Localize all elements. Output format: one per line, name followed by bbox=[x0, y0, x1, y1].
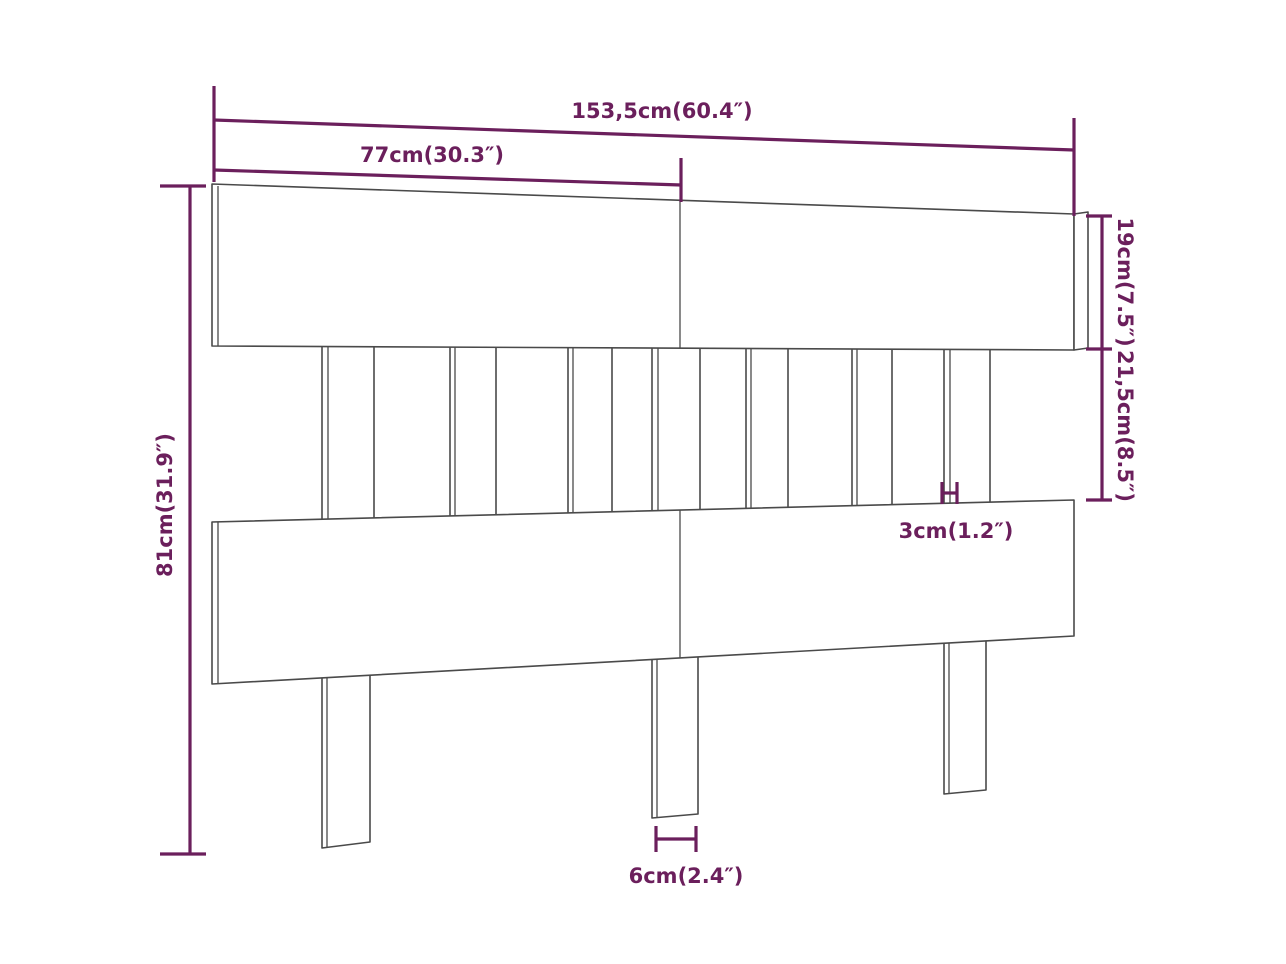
top-panel-board bbox=[211, 183, 1075, 351]
top-panel bbox=[211, 183, 1089, 351]
leg-left bbox=[321, 669, 371, 849]
leg-width-label: 6cm(2.4″) bbox=[629, 864, 744, 888]
dimension-total-width: 153,5cm(60.4″) bbox=[212, 86, 1076, 216]
legs bbox=[321, 633, 987, 849]
total-height-label: 81cm(31.9″) bbox=[153, 433, 177, 577]
bottom-panel bbox=[211, 499, 1075, 685]
leg-right bbox=[943, 633, 987, 795]
slat bbox=[321, 345, 375, 523]
dimension-half-width: 77cm(30.3″) bbox=[213, 143, 683, 202]
slat-thickness-label: 3cm(1.2″) bbox=[899, 519, 1014, 543]
slat bbox=[567, 345, 613, 519]
dimension-slat-thickness: 3cm(1.2″) bbox=[899, 482, 1014, 543]
bottom-panel-board bbox=[211, 499, 1075, 685]
dimension-total-height: 81cm(31.9″) bbox=[153, 184, 206, 856]
slat bbox=[851, 345, 893, 513]
top-panel-height-label: 19cm(7.5″) bbox=[1113, 217, 1137, 346]
dimension-right-heights: 19cm(7.5″) 21,5cm(8.5″) bbox=[1086, 214, 1137, 502]
slat bbox=[449, 345, 497, 521]
total-width-label: 153,5cm(60.4″) bbox=[571, 99, 752, 123]
slat bbox=[943, 345, 991, 511]
half-width-label: 77cm(30.3″) bbox=[360, 143, 504, 167]
gap-height-label: 21,5cm(8.5″) bbox=[1113, 350, 1137, 502]
top-panel-edge bbox=[1073, 211, 1089, 351]
slat bbox=[745, 345, 789, 515]
slat bbox=[651, 345, 701, 517]
vertical-slats bbox=[321, 345, 991, 523]
dimension-leg-width: 6cm(2.4″) bbox=[629, 826, 744, 888]
leg-middle bbox=[651, 649, 699, 819]
